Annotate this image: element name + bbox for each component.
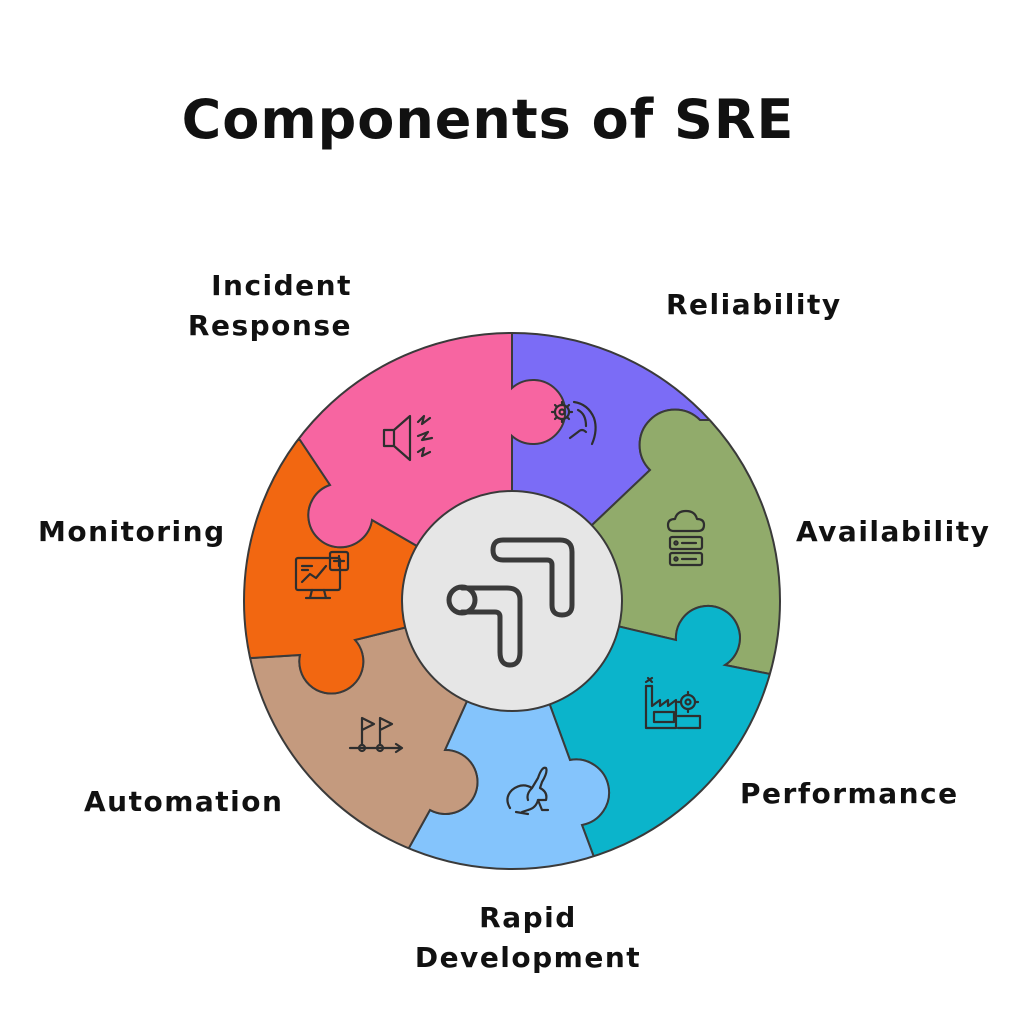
monitor-chart-icon: [294, 550, 350, 600]
center-hub: [401, 490, 623, 712]
flags-workflow-icon: [348, 716, 404, 754]
label-monitoring: Monitoring: [38, 515, 226, 548]
rabbit-icon: [506, 766, 550, 816]
factory-gear-icon: [644, 676, 702, 730]
page-title: Components of SRE: [181, 88, 795, 151]
label-reliability: Reliability: [666, 288, 842, 321]
cloud-server-icon: [666, 509, 706, 567]
gear-hand-icon: [550, 400, 597, 446]
label-automation: Automation: [84, 785, 284, 818]
alarm-speaker-icon: [382, 414, 434, 462]
label-availability: Availability: [796, 515, 991, 548]
sre-logo-icon: [446, 537, 575, 668]
label-performance: Performance: [740, 777, 959, 810]
